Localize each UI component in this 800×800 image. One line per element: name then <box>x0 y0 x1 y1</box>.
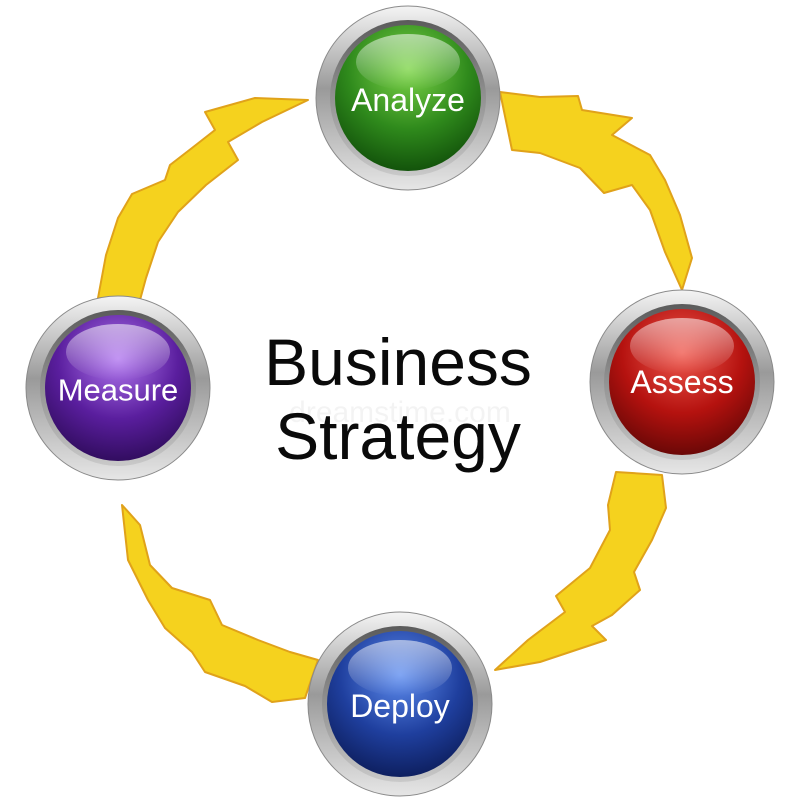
node-measure: Measure <box>25 295 211 481</box>
node-deploy: Deploy <box>307 611 493 797</box>
node-measure-gloss <box>66 324 170 380</box>
title-line-2: Strategy <box>275 399 521 473</box>
arrow-analyze-to-assess <box>499 91 693 291</box>
node-analyze: Analyze <box>315 5 501 191</box>
title-line-1: Business <box>264 325 532 399</box>
node-analyze-label: Analyze <box>351 82 465 118</box>
node-assess-gloss <box>630 318 734 374</box>
arrow-assess-to-deploy <box>494 471 667 671</box>
cycle-arrows <box>97 91 693 703</box>
arrow-deploy-to-measure <box>121 504 319 703</box>
arrow-measure-to-analyze <box>97 97 309 301</box>
node-deploy-label: Deploy <box>350 688 450 724</box>
node-measure-label: Measure <box>58 373 179 408</box>
node-deploy-gloss <box>348 640 452 696</box>
node-assess-label: Assess <box>630 364 733 400</box>
node-assess: Assess <box>589 289 775 475</box>
center-title: Business Strategy <box>264 325 532 473</box>
node-analyze-gloss <box>356 34 460 90</box>
watermark-text: dreamstime.com <box>289 396 511 429</box>
